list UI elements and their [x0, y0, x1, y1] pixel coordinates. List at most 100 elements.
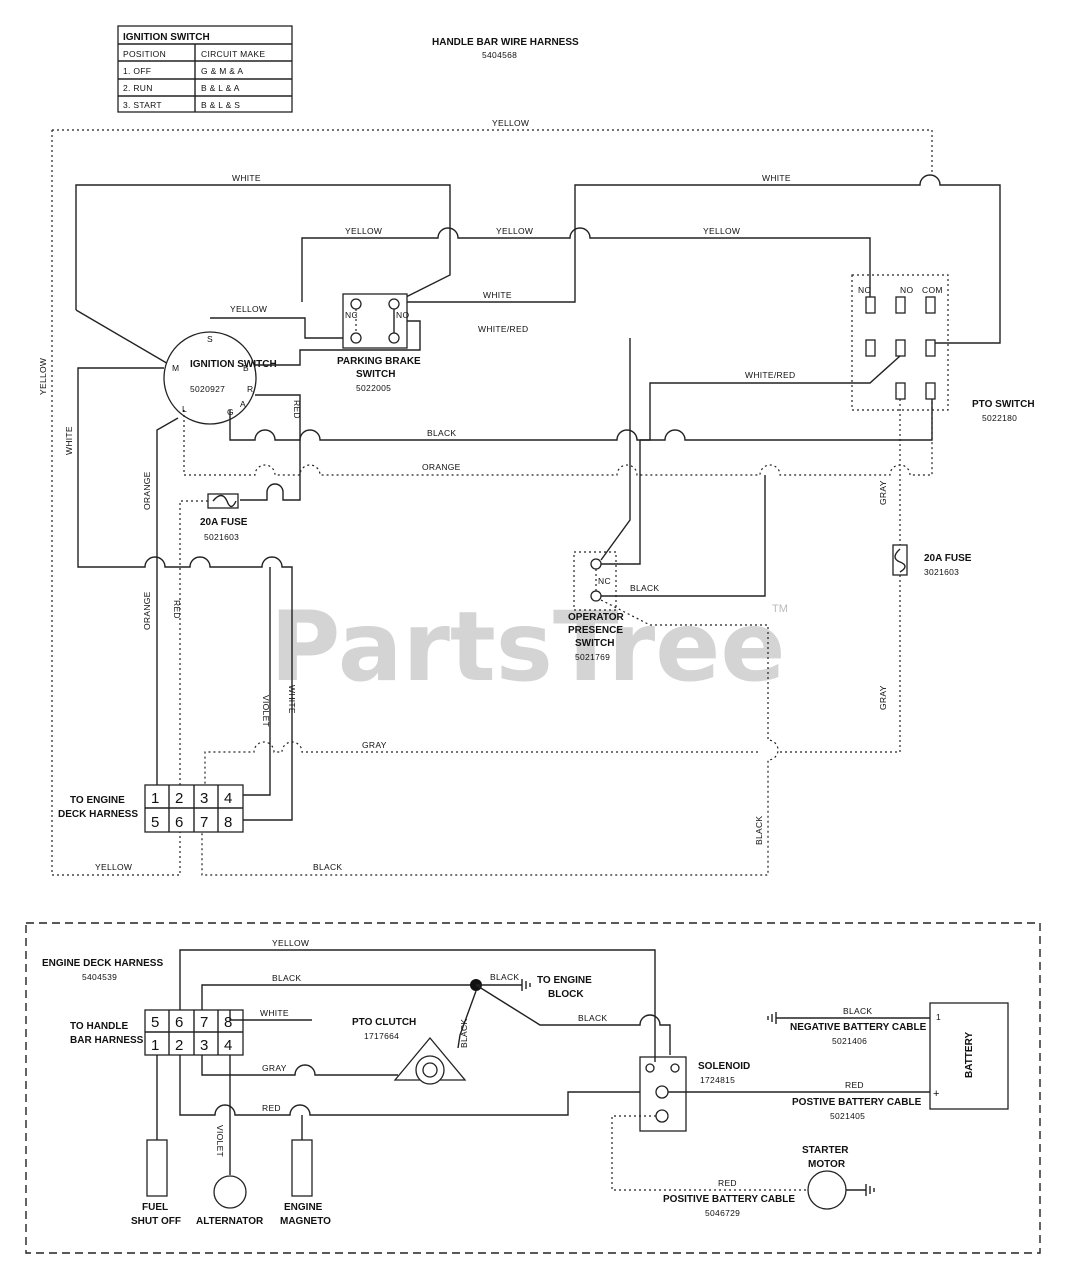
pto-switch-label: PTO SWITCH — [972, 399, 1035, 410]
wire-label: WHITE — [64, 426, 74, 455]
fuel-label1: FUEL — [142, 1202, 168, 1213]
wire-red-fuse — [179, 500, 208, 785]
wire-label: BLACK — [459, 1019, 469, 1048]
wire-label: YELLOW — [492, 118, 529, 128]
ignition-switch-label: IGNITION SWITCH — [190, 359, 277, 370]
ignition-terminal-r: R — [247, 384, 253, 394]
neg-cable-label: NEGATIVE BATTERY CABLE — [790, 1022, 927, 1033]
wire-label: BLACK — [578, 1013, 607, 1023]
pin: 6 — [175, 1014, 183, 1031]
parking-brake-switch: NC NO PARKING BRAKE SWITCH 5022005 — [337, 293, 421, 393]
wire-label: BLACK — [843, 1006, 872, 1016]
pto-switch-part: 5022180 — [982, 413, 1017, 423]
wire-yellow-s — [210, 317, 350, 339]
pin: 2 — [175, 790, 183, 807]
wire-orange-left — [156, 417, 179, 785]
wire-white-deck — [229, 1010, 312, 1021]
engine-block-label2: BLOCK — [548, 989, 584, 1000]
ignition-switch: IGNITION SWITCH 5020927 S M B R L G A — [163, 331, 277, 425]
wire-black-ops — [601, 475, 766, 597]
pin: 5 — [151, 1014, 159, 1031]
fuse-right: 20A FUSE 3021603 — [892, 544, 972, 577]
ignition-table-header-position: POSITION — [123, 49, 166, 59]
ops-label3: SWITCH — [575, 638, 614, 649]
ignition-table-cell: 1. OFF — [123, 66, 151, 76]
wire-ops-1 — [600, 338, 631, 561]
pin: 2 — [175, 1037, 183, 1054]
connector-bottom: 5 6 7 8 1 2 3 4 — [144, 1009, 244, 1056]
starter-label1: STARTER — [802, 1145, 849, 1156]
wire-gray-deck — [201, 1055, 398, 1076]
ops-nc: NC — [598, 576, 611, 586]
pto-clutch-part: 1717664 — [364, 1031, 399, 1041]
wire-label: GRAY — [262, 1063, 287, 1073]
wire-yellow-left — [51, 130, 181, 876]
wire-label: YELLOW — [496, 226, 533, 236]
pin: 8 — [224, 1014, 232, 1031]
ignition-table-title: IGNITION SWITCH — [123, 32, 210, 43]
wire-gray-bottom — [204, 741, 758, 785]
to-engine-label2: DECK HARNESS — [58, 809, 138, 820]
ops-part: 5021769 — [575, 652, 610, 662]
alternator-label: ALTERNATOR — [196, 1216, 264, 1227]
pin: 8 — [224, 814, 232, 831]
wire-white-red — [640, 355, 901, 441]
wire-label: ORANGE — [142, 471, 152, 510]
engine-deck-part: 5404539 — [82, 972, 117, 982]
engine-block-label: TO ENGINE — [537, 975, 592, 986]
wire-label: RED — [718, 1178, 737, 1188]
wire-yellow-row — [301, 227, 871, 302]
handlebar-harness-part: 5404568 — [482, 50, 517, 60]
pin: 6 — [175, 814, 183, 831]
wire-label: RED — [262, 1103, 281, 1113]
wire-label: WHITE — [762, 173, 791, 183]
watermark-tm: TM — [772, 603, 788, 615]
wire-label: YELLOW — [230, 304, 267, 314]
wire-orange — [183, 399, 933, 476]
solenoid-part: 1724815 — [700, 1075, 735, 1085]
engine-deck-frame — [25, 922, 1041, 1254]
wire-red-ign — [240, 394, 301, 501]
wire-gray-right-2 — [778, 575, 901, 753]
wire-label: YELLOW — [272, 938, 309, 948]
wire-white-left — [77, 367, 293, 821]
pos-cable2-part: 5046729 — [705, 1208, 740, 1218]
wire-ops-2 — [601, 440, 641, 565]
wire-label: RED — [172, 600, 182, 619]
pin: 1 — [151, 1037, 159, 1054]
wire-black-solenoid — [475, 984, 671, 1055]
pin: 7 — [200, 1014, 208, 1031]
fuse-right-label: 20A FUSE — [924, 553, 972, 564]
battery-minus: 1 — [936, 1012, 941, 1022]
parking-brake-label2: SWITCH — [356, 369, 395, 380]
ground-icon — [846, 1184, 875, 1196]
to-handle-label: TO HANDLE — [70, 1021, 128, 1032]
wire-label: GRAY — [362, 740, 387, 750]
pin: 7 — [200, 814, 208, 831]
pb-nc: NC — [345, 310, 358, 320]
wire-label: WHITE — [232, 173, 261, 183]
ignition-terminal-l: L — [182, 404, 187, 414]
pto-switch: NC NO COM PTO SWITCH 5022180 — [851, 274, 1035, 423]
parking-brake-part: 5022005 — [356, 383, 391, 393]
ignition-table-cell: 2. RUN — [123, 83, 153, 93]
pb-no: NO — [396, 310, 409, 320]
wire-yellow-deck — [179, 949, 656, 1020]
wire-label: BLACK — [272, 973, 301, 983]
fuse-top-part: 5021603 — [204, 532, 239, 542]
battery: BATTERY 1 + — [929, 1002, 1009, 1110]
magneto-label2: MAGNETO — [280, 1216, 331, 1227]
ground-icon — [767, 1012, 777, 1024]
ground-icon — [521, 979, 531, 991]
ignition-table-cell: G & M & A — [201, 66, 243, 76]
ignition-table-cell: B & L & S — [201, 100, 240, 110]
pos-cable-label: POSTIVE BATTERY CABLE — [792, 1097, 922, 1108]
wire-white-ign-b — [255, 320, 421, 366]
wire-label: ORANGE — [422, 462, 461, 472]
solenoid-label: SOLENOID — [698, 1061, 750, 1072]
fuel-label2: SHUT OFF — [131, 1216, 181, 1227]
wire-label: BLACK — [630, 583, 659, 593]
engine-magneto — [291, 1139, 313, 1197]
